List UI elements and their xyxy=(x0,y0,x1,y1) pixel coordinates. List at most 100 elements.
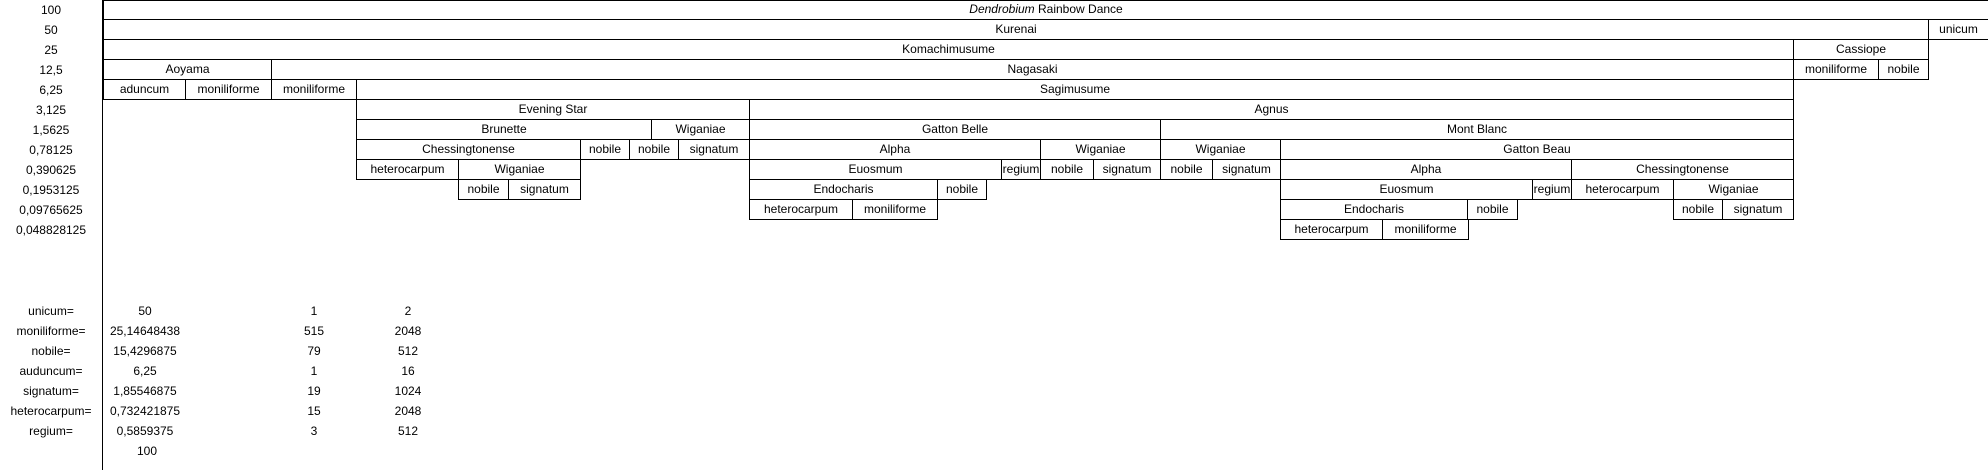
level-label[interactable]: 1,5625 xyxy=(32,123,70,137)
species-label[interactable]: nobile= xyxy=(31,344,71,358)
total-value[interactable]: 100 xyxy=(136,444,158,458)
cell-text: nobile xyxy=(1170,162,1203,176)
numerator-value[interactable]: 3 xyxy=(310,424,318,438)
parent-cell[interactable]: nobile xyxy=(1878,60,1929,80)
level-label[interactable]: 0,048828125 xyxy=(15,223,87,237)
level-label[interactable]: 12,5 xyxy=(39,63,63,77)
parent-cell[interactable]: Gatton Belle xyxy=(749,120,1161,140)
parent-cell[interactable]: nobile xyxy=(1040,160,1094,180)
parent-cell[interactable]: Komachimusume xyxy=(103,40,1794,60)
parent-cell[interactable]: moniliforme xyxy=(1382,220,1469,240)
percent-value[interactable]: 0,5859375 xyxy=(116,424,174,438)
level-label[interactable]: 6,25 xyxy=(39,83,63,97)
parent-cell[interactable]: Mont Blanc xyxy=(1160,120,1794,140)
parent-cell[interactable]: Euosmum xyxy=(1280,180,1533,200)
parent-cell[interactable]: Alpha xyxy=(749,140,1041,160)
level-label[interactable]: 0,1953125 xyxy=(22,183,80,197)
parent-cell[interactable]: signatum xyxy=(1722,200,1794,220)
parent-cell[interactable]: moniliforme xyxy=(271,80,357,100)
level-label[interactable]: 0,09765625 xyxy=(19,203,83,217)
numerator-value[interactable]: 79 xyxy=(307,344,321,358)
parent-cell[interactable]: nobile xyxy=(629,140,679,160)
parent-cell[interactable]: heterocarpum xyxy=(356,160,459,180)
species-label[interactable]: unicum= xyxy=(28,304,74,318)
parent-cell[interactable]: Euosmum xyxy=(749,160,1002,180)
numerator-value[interactable]: 1 xyxy=(310,304,318,318)
numerator-value[interactable]: 1 xyxy=(310,364,318,378)
percent-value[interactable]: 50 xyxy=(138,304,152,318)
parent-cell[interactable]: nobile xyxy=(1673,200,1723,220)
parent-cell[interactable]: nobile xyxy=(458,180,509,200)
parent-cell[interactable]: regium xyxy=(1532,180,1572,200)
denominator-value[interactable]: 2048 xyxy=(394,404,422,418)
parent-cell[interactable]: moniliforme xyxy=(1793,60,1879,80)
parent-cell[interactable]: Agnus xyxy=(749,100,1794,120)
parent-cell[interactable]: heterocarpum xyxy=(1571,180,1674,200)
parent-cell[interactable]: heterocarpum xyxy=(1280,220,1383,240)
parent-cell[interactable]: signatum xyxy=(1212,160,1281,180)
parent-cell[interactable]: unicum xyxy=(1928,20,1988,40)
level-label[interactable]: 50 xyxy=(44,23,58,37)
parent-cell[interactable]: signatum xyxy=(678,140,750,160)
species-label[interactable]: moniliforme= xyxy=(16,324,86,338)
parent-cell[interactable]: moniliforme xyxy=(852,200,938,220)
parent-cell[interactable]: Wiganiae xyxy=(1160,140,1281,160)
percent-value[interactable]: 15,4296875 xyxy=(113,344,177,358)
species-label[interactable]: auduncum= xyxy=(19,364,83,378)
parent-cell[interactable]: regium xyxy=(1001,160,1041,180)
numerator-value[interactable]: 19 xyxy=(307,384,321,398)
denominator-value[interactable]: 16 xyxy=(401,364,415,378)
parent-cell[interactable]: nobile xyxy=(1160,160,1213,180)
parent-cell[interactable]: Cassiope xyxy=(1793,40,1929,60)
numerator-value[interactable]: 515 xyxy=(303,324,325,338)
parent-cell[interactable]: Evening Star xyxy=(356,100,750,120)
percent-value[interactable]: 6,25 xyxy=(133,364,157,378)
hybrid-name-cell[interactable]: Dendrobium Rainbow Dance xyxy=(103,0,1988,20)
parent-cell[interactable]: Alpha xyxy=(1280,160,1572,180)
denominator-value[interactable]: 512 xyxy=(397,424,419,438)
parent-cell[interactable]: Endocharis xyxy=(1280,200,1468,220)
cell-text: Cassiope xyxy=(1835,42,1887,56)
parent-cell[interactable]: signatum xyxy=(1093,160,1161,180)
level-label[interactable]: 0,390625 xyxy=(25,163,77,177)
parent-cell[interactable]: Kurenai xyxy=(103,20,1929,40)
level-label[interactable]: 25 xyxy=(44,43,58,57)
percent-value[interactable]: 1,85546875 xyxy=(113,384,177,398)
parent-cell[interactable]: Endocharis xyxy=(749,180,938,200)
denominator-value[interactable]: 2048 xyxy=(394,324,422,338)
parent-cell[interactable]: Nagasaki xyxy=(271,60,1794,80)
parent-cell[interactable]: Gatton Beau xyxy=(1280,140,1794,160)
species-label[interactable]: regium= xyxy=(29,424,73,438)
parent-cell[interactable]: moniliforme xyxy=(185,80,272,100)
parent-cell[interactable]: Wiganiae xyxy=(1673,180,1794,200)
parent-cell[interactable]: nobile xyxy=(937,180,987,200)
denominator-value[interactable]: 2 xyxy=(404,304,412,318)
parent-cell[interactable]: Brunette xyxy=(356,120,652,140)
numerator-value[interactable]: 15 xyxy=(307,404,321,418)
percent-value[interactable]: 25,14648438 xyxy=(109,324,181,338)
level-label[interactable]: 100 xyxy=(40,3,62,17)
level-label[interactable]: 0,78125 xyxy=(29,143,73,157)
parent-cell[interactable]: Wiganiae xyxy=(651,120,750,140)
denominator-value[interactable]: 1024 xyxy=(394,384,422,398)
level-label[interactable]: 3,125 xyxy=(35,103,67,117)
parent-cell[interactable]: aduncum xyxy=(103,80,186,100)
parent-cell[interactable]: signatum xyxy=(508,180,581,200)
parent-cell[interactable]: Chessingtonense xyxy=(1571,160,1794,180)
percent-value[interactable]: 0,732421875 xyxy=(109,404,181,418)
parent-cell[interactable]: Chessingtonense xyxy=(356,140,581,160)
parent-cell[interactable]: Aoyama xyxy=(103,60,272,80)
denominator-value[interactable]: 512 xyxy=(397,344,419,358)
parent-cell[interactable]: Wiganiae xyxy=(1040,140,1161,160)
parent-cell[interactable]: nobile xyxy=(1467,200,1518,220)
parent-cell[interactable]: nobile xyxy=(580,140,630,160)
species-label[interactable]: signatum= xyxy=(23,384,79,398)
parent-cell[interactable]: Wiganiae xyxy=(458,160,581,180)
cell-text: signatum xyxy=(1222,162,1271,176)
parent-cell[interactable]: heterocarpum xyxy=(749,200,853,220)
species-label[interactable]: heterocarpum= xyxy=(10,404,92,418)
parent-cell[interactable]: Sagimusume xyxy=(356,80,1794,100)
cell-text: nobile xyxy=(1050,162,1084,176)
cell-text: heterocarpum xyxy=(370,162,445,176)
